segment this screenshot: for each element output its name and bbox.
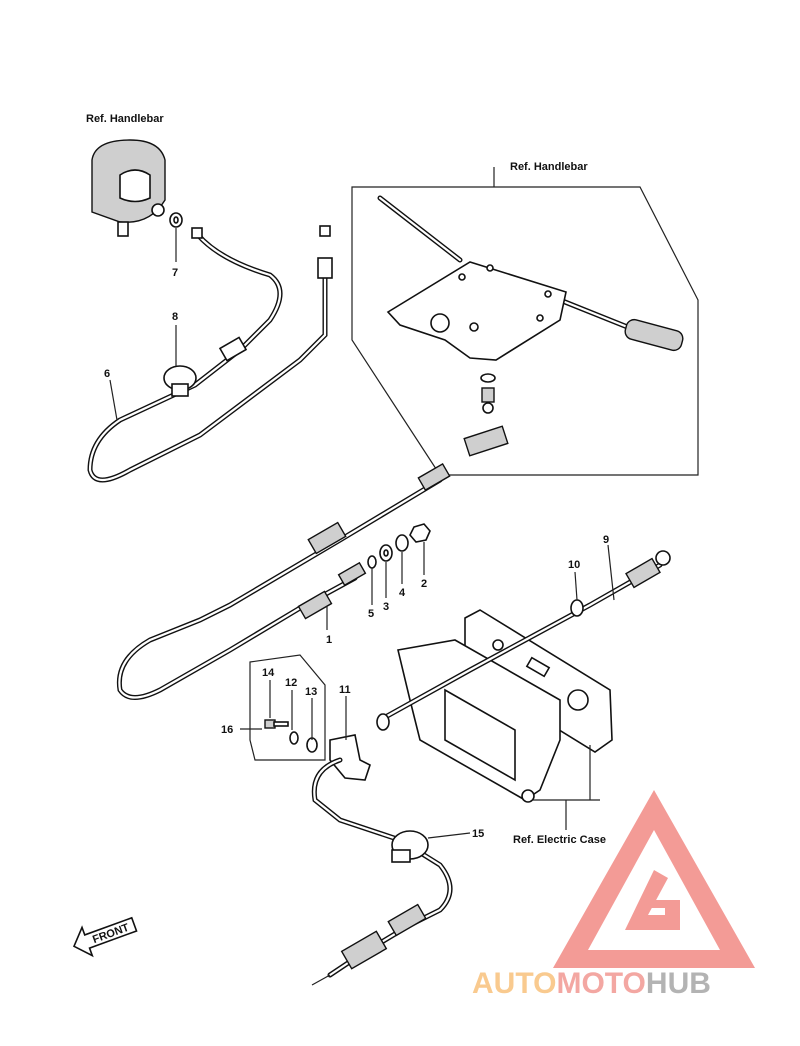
automotohub-logo: AUTOMOTOHUB (472, 790, 755, 1000)
callout-1: 1 (326, 634, 332, 646)
washer-12 (289, 731, 299, 745)
control-cable-1 (116, 462, 451, 700)
front-arrow: FRONT (72, 916, 138, 958)
shaft-9 (377, 550, 671, 723)
throttle-cable-6 (87, 225, 333, 483)
callout-16: 16 (221, 724, 233, 736)
bolt-14 (264, 719, 289, 729)
leader-lines (109, 228, 615, 839)
callout-14: 14 (262, 667, 275, 679)
callout-13: 13 (305, 686, 317, 698)
callout-8: 8 (172, 311, 178, 323)
handlebar-reference-box (351, 167, 699, 476)
bracket-11 (329, 713, 390, 781)
svg-text:AUTOMOTOHUB: AUTOMOTOHUB (472, 967, 711, 1000)
ref-handlebar-right: Ref. Handlebar (510, 161, 588, 173)
washer-3 (379, 544, 393, 562)
callout-6: 6 (104, 368, 110, 380)
callout-7: 7 (172, 267, 178, 279)
lower-cable (311, 757, 453, 986)
callout-3: 3 (383, 601, 389, 613)
washer-7 (169, 212, 183, 228)
throttle-housing (91, 139, 166, 237)
callout-5: 5 (368, 608, 374, 620)
clip-5 (367, 555, 377, 569)
ref-electric-case: Ref. Electric Case (513, 834, 606, 846)
callout-11: 11 (339, 684, 351, 696)
washer-4 (395, 534, 409, 552)
callout-2: 2 (421, 578, 427, 590)
callout-12: 12 (285, 677, 297, 689)
logo-auto: AUTO (472, 967, 556, 1000)
clamp-8 (163, 365, 197, 397)
callout-9: 9 (603, 534, 609, 546)
ref-handlebar-left: Ref. Handlebar (86, 113, 164, 125)
bolt-kit-box (249, 654, 326, 761)
logo-moto: MOTO (556, 967, 645, 1000)
washer-13 (306, 737, 318, 753)
callout-15: 15 (472, 828, 484, 840)
clamp-15 (391, 830, 429, 863)
logo-hub: HUB (646, 967, 711, 1000)
nut-2 (409, 523, 431, 543)
electric-case (397, 609, 613, 803)
washer-10 (570, 599, 584, 617)
callout-4: 4 (399, 587, 406, 599)
callout-10: 10 (568, 559, 580, 571)
